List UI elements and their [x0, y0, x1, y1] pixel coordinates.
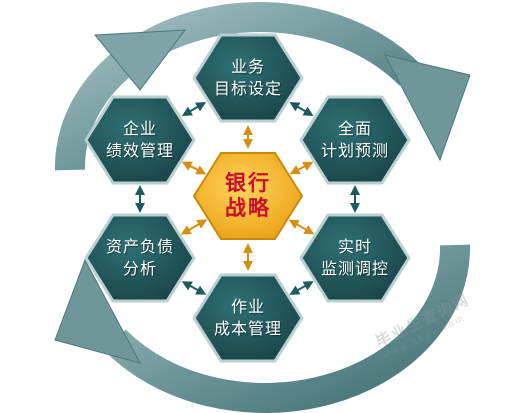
ring-arc-lower: [104, 244, 471, 413]
node-top-line2: 目标设定: [214, 79, 283, 98]
hexagon-lower-left: [84, 213, 196, 303]
center-label-line1: 银行: [225, 171, 271, 195]
double-arrow-bottom-to-lower-left: [181, 281, 207, 295]
hexagon-top: [192, 33, 304, 123]
node-bottom-line2: 成本管理: [214, 319, 283, 338]
node-label-top: 业务 目标设定: [214, 56, 282, 100]
node-upper-right-line1: 全面: [338, 119, 373, 138]
center-arrow-upper-right: [289, 161, 314, 175]
node-upper-left-line2: 绩效管理: [106, 141, 175, 160]
hexagon-bottom: [192, 273, 304, 363]
ring-arc-upper: [54, 2, 421, 171]
ring-arrowhead-topleft: [93, 29, 187, 91]
center-label-line2: 战略: [225, 196, 271, 220]
hexagon-layer: [84, 33, 411, 363]
center-arrow-lower-left: [180, 219, 208, 235]
hexagon-upper-left: [84, 95, 196, 185]
node-label-lower-left: 资产负债 分析: [106, 236, 174, 280]
node-label-lower-right: 实时 监测调控: [321, 236, 389, 280]
node-label-bottom: 作业 成本管理: [214, 296, 282, 340]
node-top-line1: 业务: [231, 57, 266, 76]
cycle-ring: [54, 2, 471, 413]
node-upper-left-line1: 企业: [123, 119, 158, 138]
center-arrow-lower-right: [288, 219, 315, 235]
center-arrow-upper-left: [181, 161, 207, 175]
hexagon-upper-right: [299, 95, 411, 185]
hexagon-lower-right: [299, 213, 411, 303]
hexagon-center: [192, 152, 304, 240]
ring-arrowhead-right: [384, 54, 471, 162]
node-label-upper-right: 全面 计划预测: [321, 118, 389, 162]
double-arrow-lower-right-to-bottom: [289, 281, 314, 295]
node-upper-right-line2: 计划预测: [321, 141, 390, 160]
ring-arrowhead-left: [54, 258, 141, 364]
node-label-upper-left: 企业 绩效管理: [106, 118, 174, 162]
node-lower-left-line1: 资产负债: [106, 237, 175, 256]
node-lower-right-line1: 实时: [338, 237, 373, 256]
center-label: 银行 战略: [225, 171, 271, 221]
node-lower-left-line2: 分析: [123, 259, 158, 278]
node-bottom-line1: 作业: [231, 297, 266, 316]
connector-layer: [135, 101, 360, 295]
node-lower-right-line2: 监测调控: [321, 259, 390, 278]
double-arrow-top-to-upper-right: [289, 101, 314, 117]
double-arrow-upper-left-to-top: [181, 102, 207, 116]
